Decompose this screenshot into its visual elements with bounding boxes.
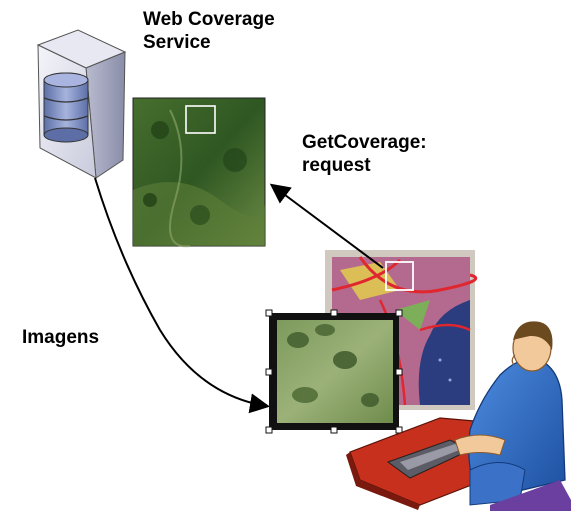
service-title: Web Coverage Service [143, 8, 275, 54]
response-label: Imagens [22, 327, 100, 348]
request-label-line2: request [302, 155, 371, 176]
server-icon [36, 29, 127, 179]
request-label-line1: GetCoverage: [302, 132, 427, 153]
service-title-line1: Web Coverage [143, 9, 275, 30]
zoomed-image [265, 309, 403, 434]
response-arrow [94, 177, 270, 414]
selection-box [185, 105, 216, 134]
request-label: GetCoverage: request [302, 131, 427, 177]
request-arrow [269, 183, 384, 269]
user-at-desk-icon [346, 321, 571, 511]
satellite-image-icon [132, 97, 266, 248]
service-title-line2: Service [143, 32, 211, 53]
selection-box [385, 261, 414, 291]
